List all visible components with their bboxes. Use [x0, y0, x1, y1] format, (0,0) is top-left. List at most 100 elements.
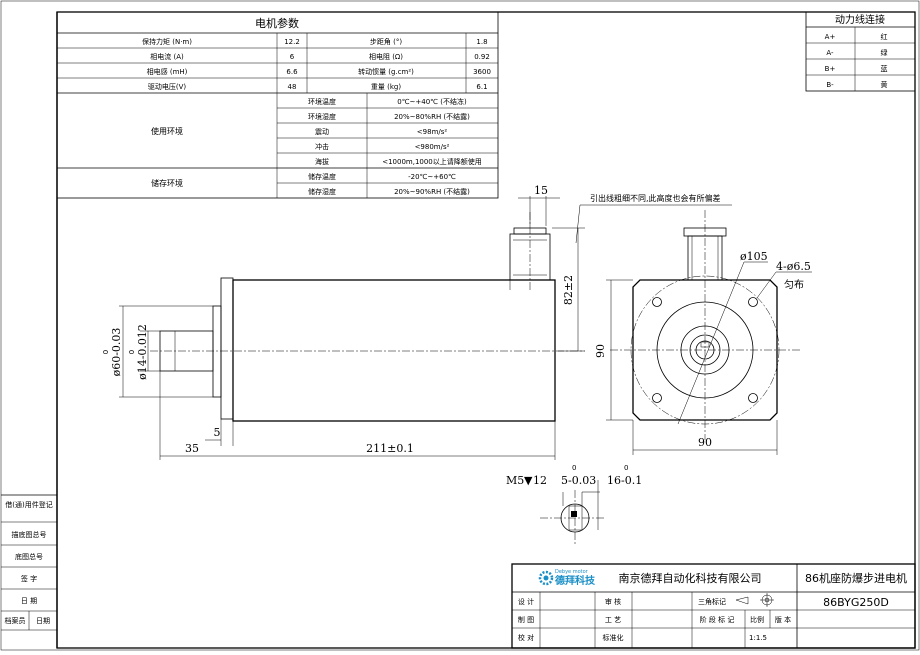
- env-key: 环境湿度: [308, 112, 336, 121]
- env-value: 0℃~+40℃ (不结冻): [397, 97, 467, 106]
- projection-label: 三角标记: [698, 597, 726, 606]
- dim-key-height: 16-0.1: [607, 474, 642, 487]
- mount-hole: [652, 393, 662, 403]
- projection-circle-icon: [760, 593, 774, 607]
- dim-5: 5: [214, 426, 221, 439]
- flange: [220, 277, 234, 420]
- storage-label: 储存环境: [151, 178, 183, 188]
- dim-d14-tol: 0: [128, 350, 136, 354]
- env-key: 海拔: [315, 157, 329, 166]
- tb-role: 工 艺: [605, 616, 621, 624]
- dim-d14: ø14-0.012: [136, 324, 149, 380]
- logo-cn: 德拜科技: [554, 574, 596, 587]
- wire-key: B+: [825, 65, 836, 73]
- env-value: <1000m,1000以上请降额使用: [382, 157, 482, 166]
- depth-symbol: ▼: [524, 474, 533, 487]
- wire-color: 绿: [881, 48, 888, 57]
- param-label: 相电阻 (Ω): [369, 52, 403, 61]
- side-cell: 借(通)用件登记: [5, 500, 52, 509]
- wire-color: 蓝: [881, 64, 888, 73]
- lead-note: 引出线粗细不同,此高度也会有所偏差: [590, 193, 721, 203]
- title-block: Debye motor 德拜科技 南京德拜自动化科技有限公司 86机座防爆步进电…: [511, 563, 916, 649]
- side-cell: 档案员: [5, 616, 26, 625]
- mount-hole: [748, 297, 758, 307]
- dim-15: 15: [534, 184, 548, 197]
- env-key: 震动: [315, 127, 329, 136]
- wire-connection-table: 动力线连接 A+ 红 A- 绿 B+ 蓝 B- 黄: [805, 11, 916, 92]
- mount-hole: [748, 393, 758, 403]
- param-value: 6.1: [476, 83, 487, 91]
- square-flange: [632, 279, 778, 421]
- shaft-end: [695, 340, 715, 360]
- param-label: 保持力矩 (N·m): [142, 37, 192, 46]
- param-label: 驱动电压(V): [148, 82, 187, 91]
- tb-role: 校 对: [518, 633, 534, 642]
- dim-key-depth: 12: [533, 474, 547, 487]
- wire-color: 红: [881, 32, 888, 41]
- params-title: 电机参数: [255, 16, 299, 30]
- ratio-label: 比例: [750, 615, 764, 624]
- env-value: 20%~80%RH (不结露): [394, 112, 470, 121]
- tb-role: 制 图: [518, 615, 534, 624]
- wire-key: A+: [825, 33, 836, 41]
- dim-90-horizontal: 90: [698, 436, 712, 449]
- motor-front-view: ø105 4-ø6.5 匀布 90 90: [594, 210, 812, 455]
- side-cell: 日期: [36, 617, 50, 625]
- side-cell: 签 字: [21, 574, 37, 583]
- param-label: 步距角 (°): [370, 37, 402, 46]
- inner-border: [56, 11, 916, 649]
- dim-d105: ø105: [740, 250, 768, 263]
- dim-m5: M5: [506, 474, 524, 487]
- wire-color: 黄: [881, 80, 888, 89]
- dim-holes: 4-ø6.5: [776, 260, 811, 273]
- flange-pilot: [212, 305, 222, 398]
- dim-holes-note: 匀布: [784, 279, 804, 291]
- storage-key: 储存湿度: [308, 187, 336, 196]
- storage-value: 20%~90%RH (不结露): [394, 187, 470, 196]
- side-cell: 日 期: [21, 597, 37, 605]
- dim-key-width: 5-0.03: [561, 474, 596, 487]
- tb-role: 标准化: [603, 633, 624, 642]
- param-value: 6.6: [286, 68, 298, 76]
- param-value: 6: [290, 53, 295, 61]
- projection-cone-icon: [735, 596, 749, 605]
- env-label: 使用环境: [151, 126, 183, 136]
- dim-90-vertical: 90: [594, 344, 607, 358]
- param-label: 相电感 (mH): [147, 67, 188, 76]
- storage-key: 储存温度: [308, 172, 336, 181]
- left-side-table: 借(通)用件登记 描底图总号 底图总号 签 字 日 期 档案员 日期: [1, 494, 57, 631]
- dim-211: 211±0.1: [366, 442, 414, 455]
- param-label: 转动惯量 (g.cm²): [358, 67, 414, 76]
- param-value: 12.2: [284, 38, 300, 46]
- pilot-ring: [656, 301, 754, 399]
- side-cell: 描底图总号: [12, 530, 47, 539]
- company-name: 南京德拜自动化科技有限公司: [619, 571, 762, 585]
- dim-d60-tol: 0: [102, 350, 110, 354]
- param-value: 1.8: [476, 38, 487, 46]
- wire-key: B-: [826, 81, 834, 89]
- stage-label: 阶 段 标 记: [700, 615, 735, 624]
- model-number: 86BYG250D: [823, 596, 889, 609]
- mount-hole: [652, 297, 662, 307]
- company-logo: Debye motor 德拜科技: [538, 569, 596, 587]
- motor-body: [232, 279, 556, 422]
- logo-en: Debye motor: [555, 569, 589, 575]
- shaft-key-detail: M5 ▼ 12 5-0.03 0 16-0.1 0: [506, 464, 642, 545]
- param-label: 重量 (kg): [371, 83, 401, 91]
- tb-role: 设 计: [518, 597, 534, 606]
- ratio-value: 1:1.5: [749, 634, 767, 642]
- bolt-circle: [630, 275, 780, 425]
- motor-parameter-table: 电机参数 保持力矩 (N·m) 12.2 步距角 (°) 1.8 相电流 (A)…: [56, 11, 499, 199]
- product-name: 86机座防爆步进电机: [805, 571, 907, 585]
- env-key: 环境温度: [308, 97, 336, 106]
- version-label: 版 本: [775, 615, 791, 624]
- dim-key-width-tol: 0: [572, 464, 576, 472]
- env-value: <98m/s²: [417, 128, 448, 136]
- param-value: 3600: [473, 68, 491, 76]
- dim-key-height-tol: 0: [624, 464, 628, 472]
- tb-role: 审 核: [605, 597, 621, 606]
- dim-82: 82±2: [562, 275, 575, 305]
